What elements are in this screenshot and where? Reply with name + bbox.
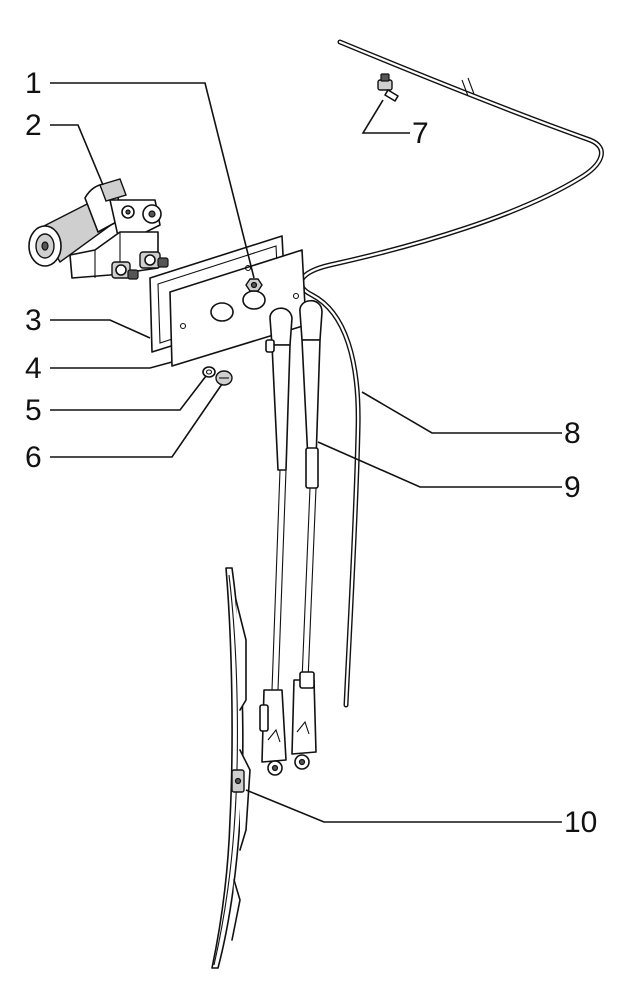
leader-line-6 [50,383,223,458]
callout-7: 7 [412,117,429,150]
wiper-arm-left [259,307,293,776]
wiper-arm-right [291,299,323,770]
callout-3: 3 [25,304,42,337]
leader-line-4 [50,361,173,369]
leader-line-9 [317,441,562,488]
callout-4: 4 [25,352,42,385]
callout-10: 10 [564,806,597,839]
callout-5: 5 [25,394,42,427]
callout-6: 6 [25,441,42,474]
leader-line-8 [361,391,562,434]
callout-8: 8 [564,417,581,450]
leader-line-1 [50,82,255,279]
mounting-plate [169,249,307,367]
leader-line-3 [50,319,151,339]
washer [202,366,216,378]
leader-line-2 [50,124,104,186]
callout-1: 1 [25,67,42,100]
callout-9: 9 [564,471,581,504]
leader-line-5 [50,375,207,411]
screw [215,370,233,386]
callout-2: 2 [25,109,42,142]
nut [245,278,263,292]
washer-nozzle [377,73,399,102]
leader-line-10 [245,789,562,823]
wiper-motor [28,178,169,280]
washer-hose [298,39,604,708]
leader-line-7 [361,99,410,134]
wiper-blade [211,567,251,969]
